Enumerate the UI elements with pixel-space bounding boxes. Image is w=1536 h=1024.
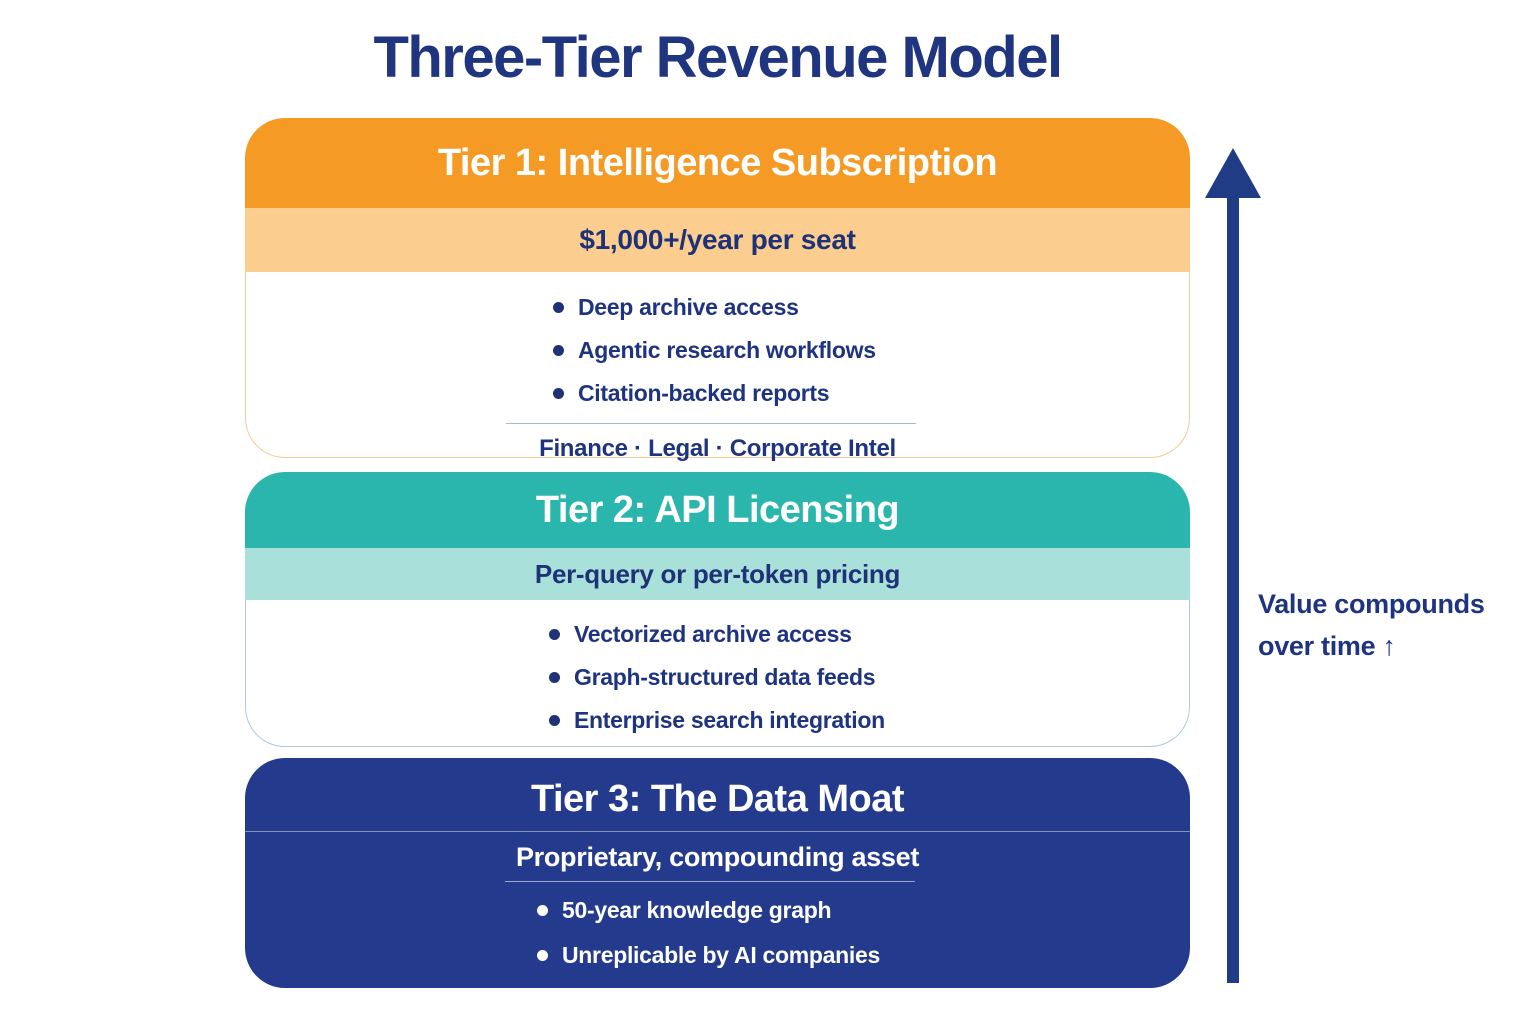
bullet-item: Enterprise search integration bbox=[549, 707, 1189, 734]
tier2-price: Per-query or per-token pricing bbox=[534, 558, 901, 589]
tier1-bullet-list: Deep archive access Agentic research wor… bbox=[246, 272, 1189, 407]
tier2-card: Tier 2: API Licensing Per-query or per-t… bbox=[245, 472, 1190, 747]
bullet-dot-icon bbox=[549, 629, 560, 640]
bullet-dot-icon bbox=[537, 905, 548, 916]
tier2-body: Vectorized archive access Graph-structur… bbox=[245, 600, 1190, 747]
tier3-subtitle: Proprietary, compounding asset bbox=[515, 842, 920, 872]
bullet-item: Graph-structured data feeds bbox=[549, 664, 1189, 691]
bullet-label: Citation-backed reports bbox=[578, 380, 830, 406]
tier3-header-divider bbox=[245, 831, 1190, 832]
tier1-price-band: $1,000+/year per seat bbox=[245, 208, 1190, 272]
tier3-divider bbox=[505, 881, 915, 882]
tier2-price-band: Per-query or per-token pricing bbox=[245, 548, 1190, 600]
bullet-label: Unreplicable by AI companies bbox=[562, 942, 880, 968]
bullet-dot-icon bbox=[553, 388, 564, 399]
tier1-verticals: Finance · Legal · Corporate Intel bbox=[539, 435, 896, 462]
bullet-label: 50-year knowledge graph bbox=[562, 897, 832, 923]
tier1-body: Deep archive access Agentic research wor… bbox=[245, 272, 1190, 462]
up-arrow-head-icon bbox=[1205, 148, 1261, 198]
bullet-dot-icon bbox=[549, 715, 560, 726]
value-annotation: Value compounds over time ↑ bbox=[1258, 584, 1485, 668]
bullet-item: Deep archive access bbox=[553, 294, 1189, 321]
tier1-card: Tier 1: Intelligence Subscription $1,000… bbox=[245, 118, 1190, 462]
up-arrow-line bbox=[1227, 192, 1239, 983]
bullet-item: 50-year knowledge graph bbox=[537, 897, 880, 924]
value-annotation-line2: over time ↑ bbox=[1258, 630, 1396, 661]
tier1-price: $1,000+/year per seat bbox=[579, 224, 856, 255]
bullet-label: Graph-structured data feeds bbox=[574, 664, 876, 690]
bullet-label: Deep archive access bbox=[578, 294, 799, 320]
value-annotation-line1: Value compounds bbox=[1258, 589, 1485, 619]
tier3-bullet-list: 50-year knowledge graph Unreplicable by … bbox=[537, 897, 880, 987]
bullet-item: Vectorized archive access bbox=[549, 621, 1189, 648]
tier1-title: Tier 1: Intelligence Subscription bbox=[437, 141, 998, 184]
tier3-title: Tier 3: The Data Moat bbox=[530, 778, 905, 820]
tier2-title: Tier 2: API Licensing bbox=[535, 488, 900, 531]
tier2-header: Tier 2: API Licensing bbox=[245, 472, 1190, 548]
bullet-item: Unreplicable by AI companies bbox=[537, 942, 880, 969]
tier2-bullet-list: Vectorized archive access Graph-structur… bbox=[246, 600, 1189, 734]
tier1-header: Tier 1: Intelligence Subscription bbox=[245, 118, 1190, 208]
tier3-card: Tier 3: The Data Moat Proprietary, compo… bbox=[245, 758, 1190, 988]
bullet-label: Vectorized archive access bbox=[574, 621, 852, 647]
bullet-label: Enterprise search integration bbox=[574, 707, 885, 733]
tier1-divider bbox=[506, 423, 916, 424]
bullet-dot-icon bbox=[553, 302, 564, 313]
bullet-dot-icon bbox=[537, 950, 548, 961]
bullet-item: Citation-backed reports bbox=[553, 380, 1189, 407]
bullet-item: Agentic research workflows bbox=[553, 337, 1189, 364]
bullet-dot-icon bbox=[553, 345, 564, 356]
bullet-dot-icon bbox=[549, 672, 560, 683]
page-title: Three-Tier Revenue Model bbox=[373, 25, 1063, 90]
bullet-label: Agentic research workflows bbox=[578, 337, 876, 363]
